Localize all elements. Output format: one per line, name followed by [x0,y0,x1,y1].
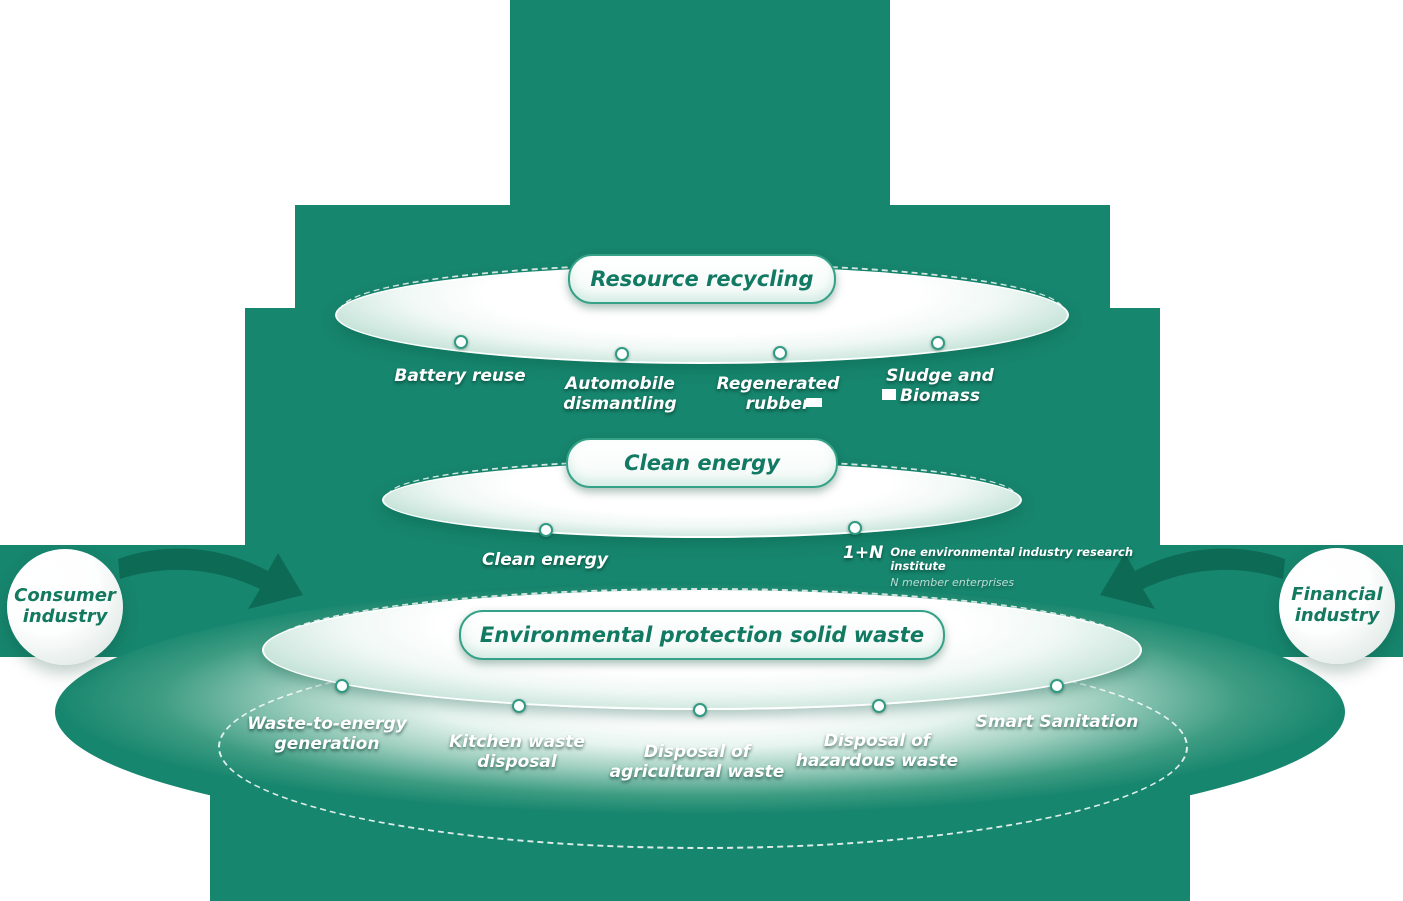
node-label-clean-energy: Clean energy [481,550,609,570]
node-label-smart-sanitation: Smart Sanitation [975,712,1139,732]
node-label-agricultural-waste: Disposal of agricultural waste [609,742,785,783]
node-dot-one-plus-n [848,521,862,535]
financial-industry-sphere: Financial industry [1279,548,1395,664]
consumer-industry-sphere: Consumer industry [7,549,123,665]
node-dot-regenerated-rubber [773,346,787,360]
node-label-automobile-dismantling: Automobile dismantling [563,374,677,415]
one-plus-n-prefix: 1+N [843,543,884,563]
node-dot-agricultural-waste [693,703,707,717]
right-inward-arrow [1100,537,1285,632]
node-label-sludge-biomass: Sludge and Biomass [886,366,994,407]
node-label-battery-reuse: Battery reuse [394,366,526,386]
middle-tier-title-pill: Clean energy [566,438,838,488]
node-dot-kitchen-waste [512,699,526,713]
node-dot-smart-sanitation [1050,679,1064,693]
node-label-waste-to-energy: Waste-to-energy generation [247,714,407,755]
top-tier-title: Resource recycling [590,267,814,291]
one-plus-n-text: One environmental industry research inst… [890,545,1134,573]
decorative-square-2 [882,389,896,400]
node-label-hazardous-waste: Disposal of hazardous waste [795,731,959,772]
node-dot-hazardous-waste [872,699,886,713]
left-inward-arrow [118,537,303,632]
top-tier-title-pill: Resource recycling [568,254,836,304]
node-label-regenerated-rubber: Regenerated rubber [716,374,840,415]
financial-industry-label: Financial industry [1291,584,1383,626]
one-plus-n-subtext: N member enterprises [890,576,1015,590]
node-dot-battery-reuse [454,335,468,349]
decorative-square-1 [806,398,822,407]
node-dot-waste-to-energy [335,679,349,693]
node-dot-clean-energy [539,523,553,537]
middle-tier-title: Clean energy [624,451,780,475]
node-dot-automobile-dismantling [615,347,629,361]
node-dot-sludge-biomass [931,336,945,350]
bottom-tier-title-pill: Environmental protection solid waste [459,610,945,660]
background-step-top [510,0,890,212]
node-label-one-plus-n: 1+N One environmental industry research … [843,543,1173,590]
node-label-kitchen-waste: Kitchen waste disposal [449,732,585,773]
bottom-tier-title: Environmental protection solid waste [479,623,925,647]
consumer-industry-label: Consumer industry [14,585,116,627]
